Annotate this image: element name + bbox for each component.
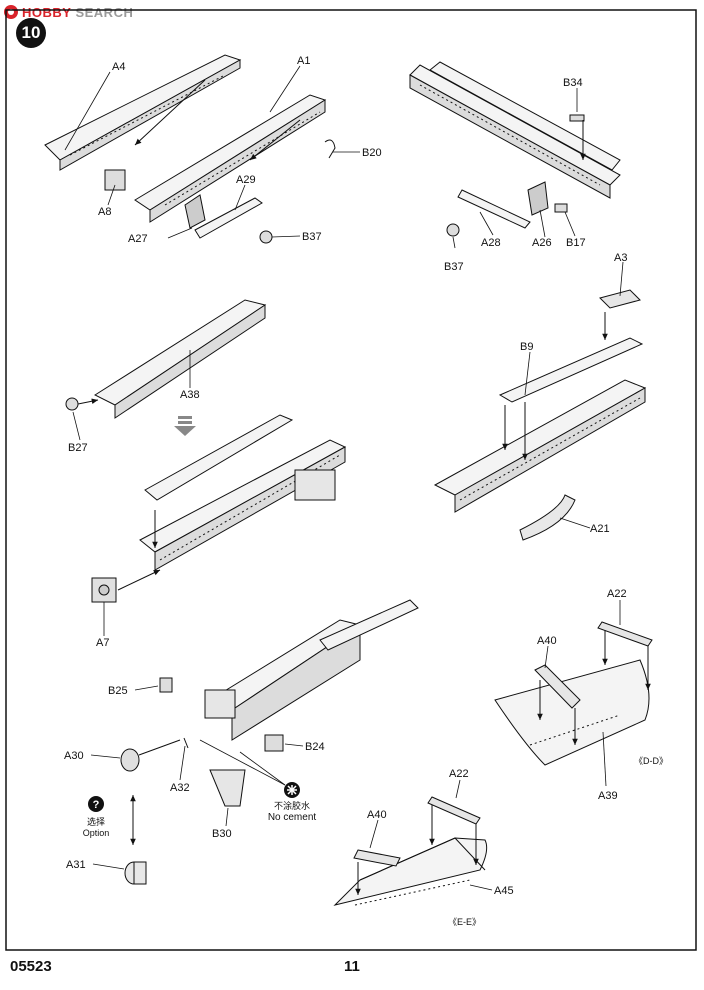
subassembly-rear-assembly	[120, 599, 419, 807]
subassembly-frame-left	[44, 54, 336, 244]
section-d-d-drawing	[494, 621, 653, 766]
part-label: A31	[66, 859, 86, 871]
no-cement-label-cn: 不涂胶水	[274, 800, 310, 811]
step-number-badge: 10	[16, 18, 46, 48]
part-label: A1	[297, 55, 310, 67]
page-number: 11	[344, 958, 360, 975]
part-label: B24	[305, 741, 325, 753]
leader-lines	[64, 65, 624, 891]
part-label: A30	[64, 750, 84, 762]
part-label: A8	[98, 206, 111, 218]
part-label: A3	[614, 252, 627, 264]
part-label: A26	[532, 237, 552, 249]
option-label-en: Option	[83, 828, 110, 838]
part-label: A7	[96, 637, 109, 649]
part-label: A38	[180, 389, 200, 401]
part-label: A22	[607, 588, 627, 600]
sequence-down-arrow	[174, 416, 196, 436]
part-label: B37	[444, 261, 464, 273]
part-labels: A4 A1 B20 A8 A29 A27 B37 B34 A28 A26 B17…	[64, 55, 627, 897]
hobbysearch-logo-icon	[4, 5, 18, 19]
part-label: B17	[566, 237, 586, 249]
section-e-e-drawing	[333, 796, 488, 906]
hobbysearch-watermark: HOBBY SEARCH	[4, 3, 133, 21]
part-label: B37	[302, 231, 322, 243]
part-label: A45	[494, 885, 514, 897]
part-label: B34	[563, 77, 583, 89]
part-label: B27	[68, 442, 88, 454]
watermark-part2: SEARCH	[75, 4, 134, 20]
part-a38-beam	[65, 299, 267, 419]
part-label: B25	[108, 685, 128, 697]
part-label: A21	[590, 523, 610, 535]
section-label-d-d: 《D-D》	[634, 756, 668, 766]
part-label: A29	[236, 174, 256, 186]
no-cement-label-en: No cement	[268, 812, 317, 823]
part-label: A22	[449, 768, 469, 780]
subassembly-frame-right	[409, 61, 621, 237]
part-label: B30	[212, 828, 232, 840]
part-label: A40	[367, 809, 387, 821]
part-label: B20	[362, 147, 382, 159]
watermark-part1: HOBBY	[22, 4, 72, 20]
no-cement-icon	[284, 782, 300, 798]
part-label: A4	[112, 61, 125, 73]
option-label-cn: 选择	[87, 816, 105, 827]
part-label: B9	[520, 341, 533, 353]
option-icon: ?	[88, 796, 104, 812]
page-border	[5, 9, 697, 951]
subassembly-chassis-right	[433, 289, 647, 541]
part-label: A28	[481, 237, 501, 249]
part-label: A39	[598, 790, 618, 802]
part-label: A27	[128, 233, 148, 245]
svg-text:?: ?	[93, 799, 100, 811]
part-label: A32	[170, 782, 190, 794]
product-code: 05523	[10, 958, 52, 975]
part-a31	[124, 861, 147, 885]
section-label-e-e: 《E-E》	[448, 917, 481, 927]
subassembly-chassis-mid	[91, 414, 347, 603]
part-label: A40	[537, 635, 557, 647]
